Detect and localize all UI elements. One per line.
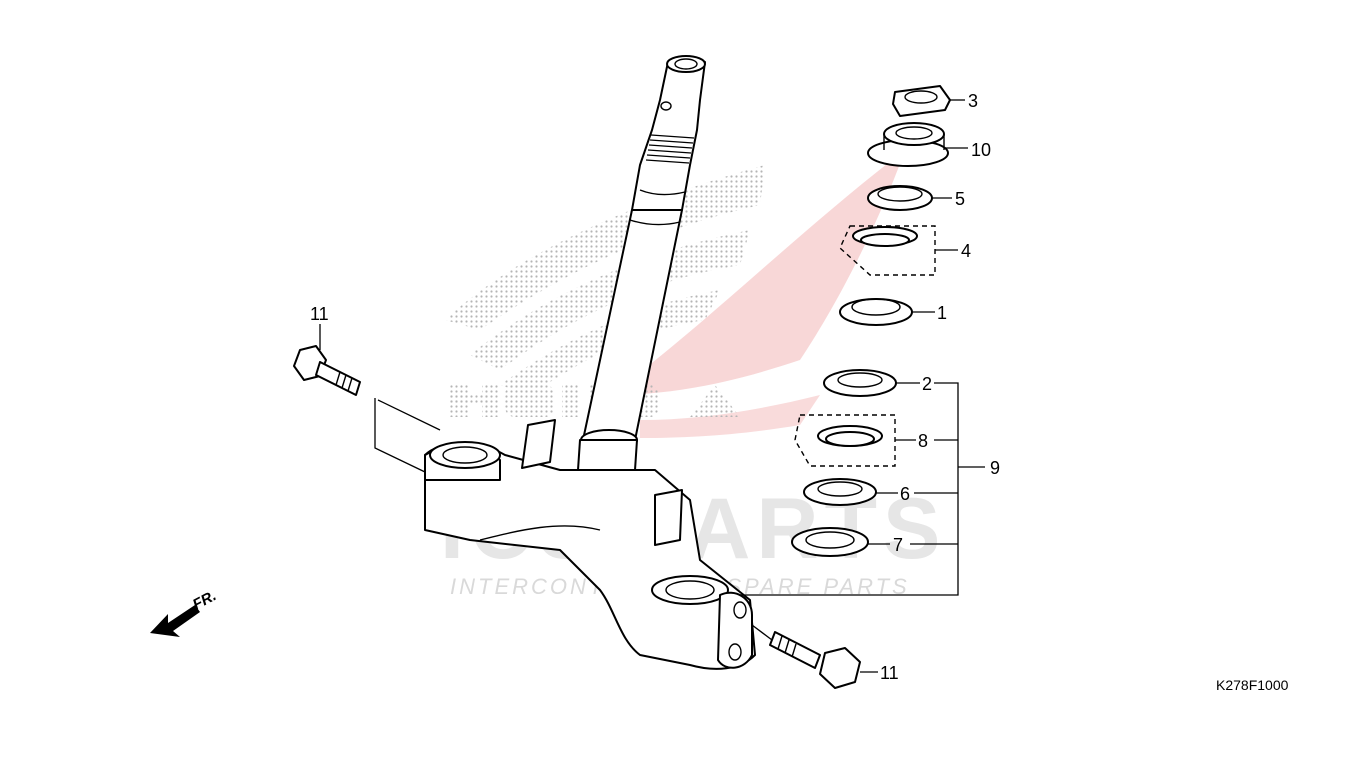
adjusting-nut-10 xyxy=(867,122,949,167)
ball-bearing-4 xyxy=(839,225,936,276)
callout-1: 1 xyxy=(937,303,947,323)
bearing-race-2 xyxy=(823,369,897,397)
bottom-bridge xyxy=(424,419,756,670)
callouts: 3 10 5 4 1 2 8 9 6 7 11 11 xyxy=(310,91,1000,683)
bearing-race-6 xyxy=(803,478,877,506)
callout-11-lower: 11 xyxy=(880,663,899,683)
bolt-upper-left xyxy=(293,345,361,396)
callout-7: 7 xyxy=(893,535,903,555)
ball-bearing-8 xyxy=(794,414,896,467)
dust-seal-7 xyxy=(791,527,869,557)
callout-5: 5 xyxy=(955,189,965,209)
bearing-race-5 xyxy=(867,185,933,211)
callout-9: 9 xyxy=(990,458,1000,478)
stem-thread xyxy=(645,134,695,164)
callout-4: 4 xyxy=(961,241,971,261)
callout-3: 3 xyxy=(968,91,978,111)
front-arrow-icon xyxy=(150,605,200,637)
callout-6: 6 xyxy=(900,484,910,504)
callout-10: 10 xyxy=(971,140,991,160)
front-direction-indicator: FR. xyxy=(150,587,219,637)
bearing-race-1 xyxy=(839,298,913,326)
locknut-3 xyxy=(892,85,951,117)
steering-stem xyxy=(577,55,706,471)
callout-2: 2 xyxy=(922,374,932,394)
callout-8: 8 xyxy=(918,431,928,451)
callout-11-upper: 11 xyxy=(310,304,329,324)
diagram-code: K278F1000 xyxy=(1216,677,1289,693)
bolt-lower-right xyxy=(769,631,861,689)
leader-lines xyxy=(319,99,985,673)
